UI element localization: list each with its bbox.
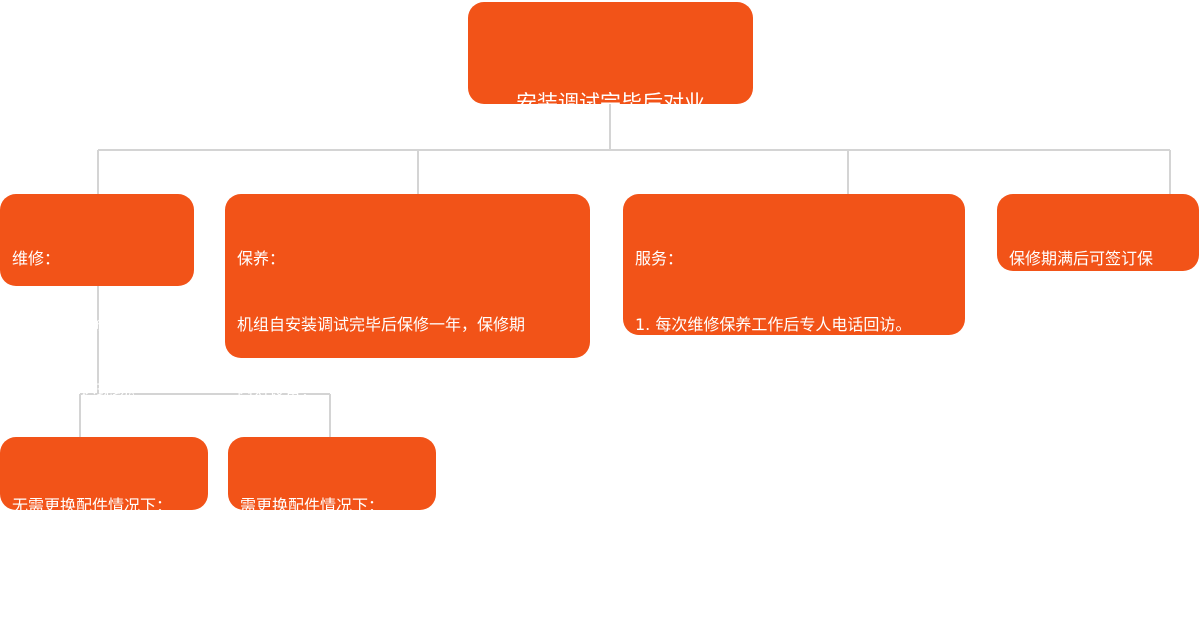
root-node: 安装调试完毕后对业 主的使用培训、指导 (468, 2, 753, 217)
maintenance-line-2: 24小时到达现场。 (12, 381, 145, 400)
warranty-line-2: 养协议。 (1009, 315, 1074, 334)
no-parts-line-1: 无需更换配件情况下： (12, 496, 173, 515)
parts-line-2: 配件运抵后2小时修好 (240, 562, 395, 581)
upkeep-title: 保养： (237, 249, 286, 268)
root-line-1: 安装调试完毕后对业 (516, 91, 705, 115)
service-line-4: 3. 电话或现场解答设备操作方法。 (635, 513, 880, 532)
no-parts-node: 无需更换配件情况下： 2小时内排除故障 (0, 437, 208, 581)
warranty-node: 保修期满后可签订保 养协议。 (997, 194, 1199, 334)
maintenance-title: 维修： (12, 249, 61, 268)
service-title: 服务： (635, 249, 684, 268)
upkeep-line-1: 机组自安装调试完毕后保修一年，保修期 (237, 315, 526, 334)
upkeep-node: 保养： 机组自安装调试完毕后保修一年，保修期 内对设备： 1. 进行一次免费保养… (225, 194, 590, 598)
parts-line-1: 需更换配件情况下： (240, 496, 385, 515)
service-node: 服务： 1. 每次维修保养工作后专人电话回访。 2. 按用户要求随时 上门检查设… (623, 194, 965, 532)
maintenance-line-1: 接到用户报修电话后 (12, 315, 157, 334)
service-line-1: 1. 每次维修保养工作后专人电话回访。 (635, 315, 912, 334)
service-line-3: 状态。 (635, 447, 684, 466)
upkeep-line-2: 内对设备： (237, 381, 318, 400)
maintenance-node: 维修： 接到用户报修电话后 24小时到达现场。 (0, 194, 194, 400)
service-line-2: 2. 按用户要求随时 上门检查设备运行 (635, 381, 901, 400)
no-parts-line-2: 2小时内排除故障 (12, 562, 135, 581)
parts-node: 需更换配件情况下： 配件运抵后2小时修好 (228, 437, 436, 581)
warranty-line-1: 保修期满后可签订保 (1009, 249, 1154, 268)
connector-lines (79, 104, 1171, 437)
